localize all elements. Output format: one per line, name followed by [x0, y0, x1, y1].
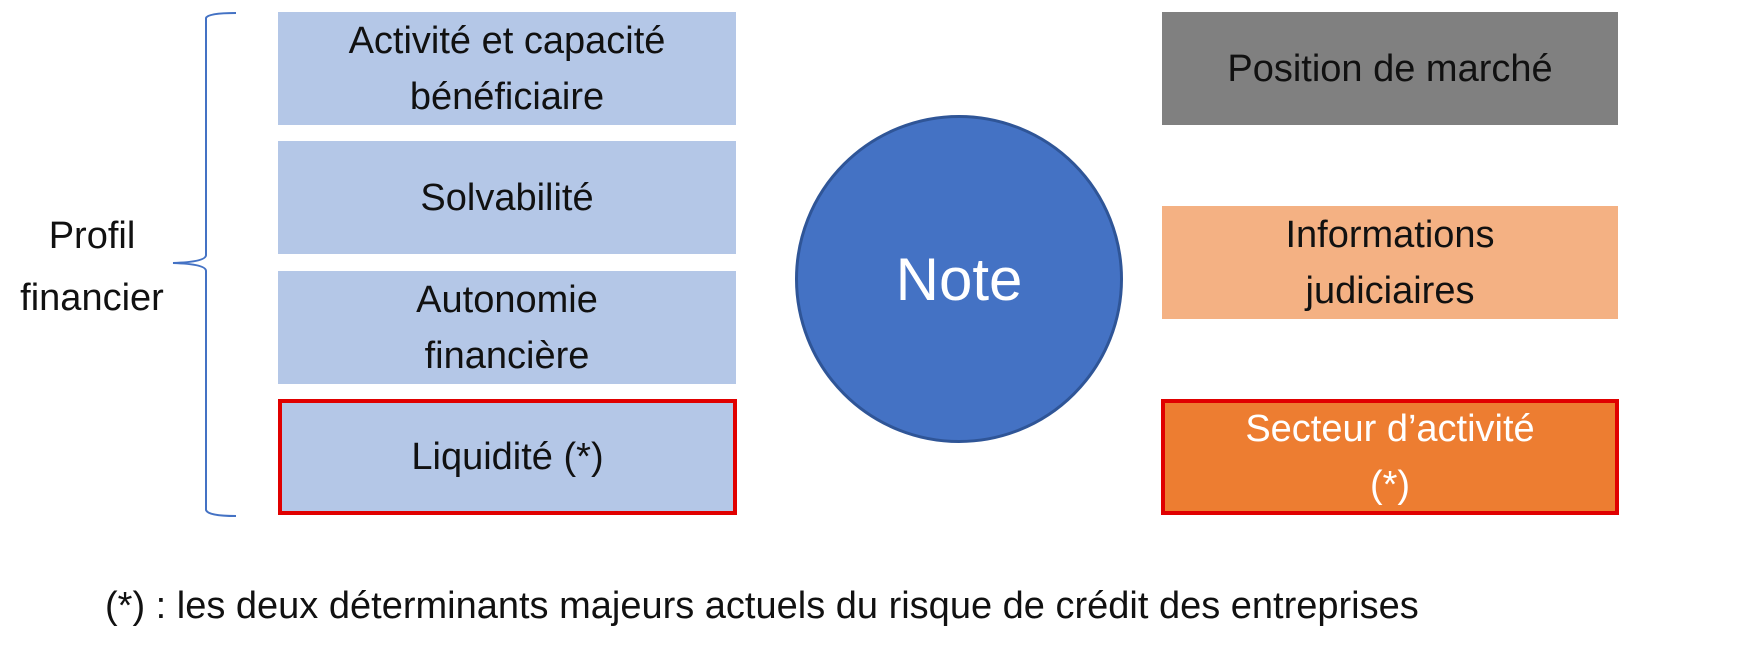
box-position-marche: Position de marché	[1162, 12, 1618, 125]
box-autonomie-financiere: Autonomie financière	[278, 271, 736, 384]
box-informations-judiciaires: Informations judiciaires	[1162, 206, 1618, 319]
box-label: Autonomie financière	[416, 278, 598, 377]
brace-icon	[172, 12, 237, 517]
box-solvabilite: Solvabilité	[278, 141, 736, 254]
box-liquidite: Liquidité (*)	[278, 399, 737, 515]
box-label: Secteur d’activité (*)	[1245, 408, 1535, 506]
footnote: (*) : les deux déterminants majeurs actu…	[105, 585, 1419, 627]
profil-financier-label: Profil financier	[20, 215, 164, 319]
box-label: Position de marché	[1227, 47, 1553, 90]
box-label: Informations judiciaires	[1285, 213, 1495, 312]
box-activite-capacite: Activité et capacité bénéficiaire	[278, 12, 736, 125]
note-circle: Note	[795, 115, 1123, 443]
box-label: Solvabilité	[420, 176, 594, 219]
note-label: Note	[895, 245, 1023, 313]
box-label: Liquidité (*)	[411, 436, 604, 478]
box-secteur-activite: Secteur d’activité (*)	[1161, 399, 1619, 515]
box-label: Activité et capacité bénéficiaire	[348, 19, 666, 118]
